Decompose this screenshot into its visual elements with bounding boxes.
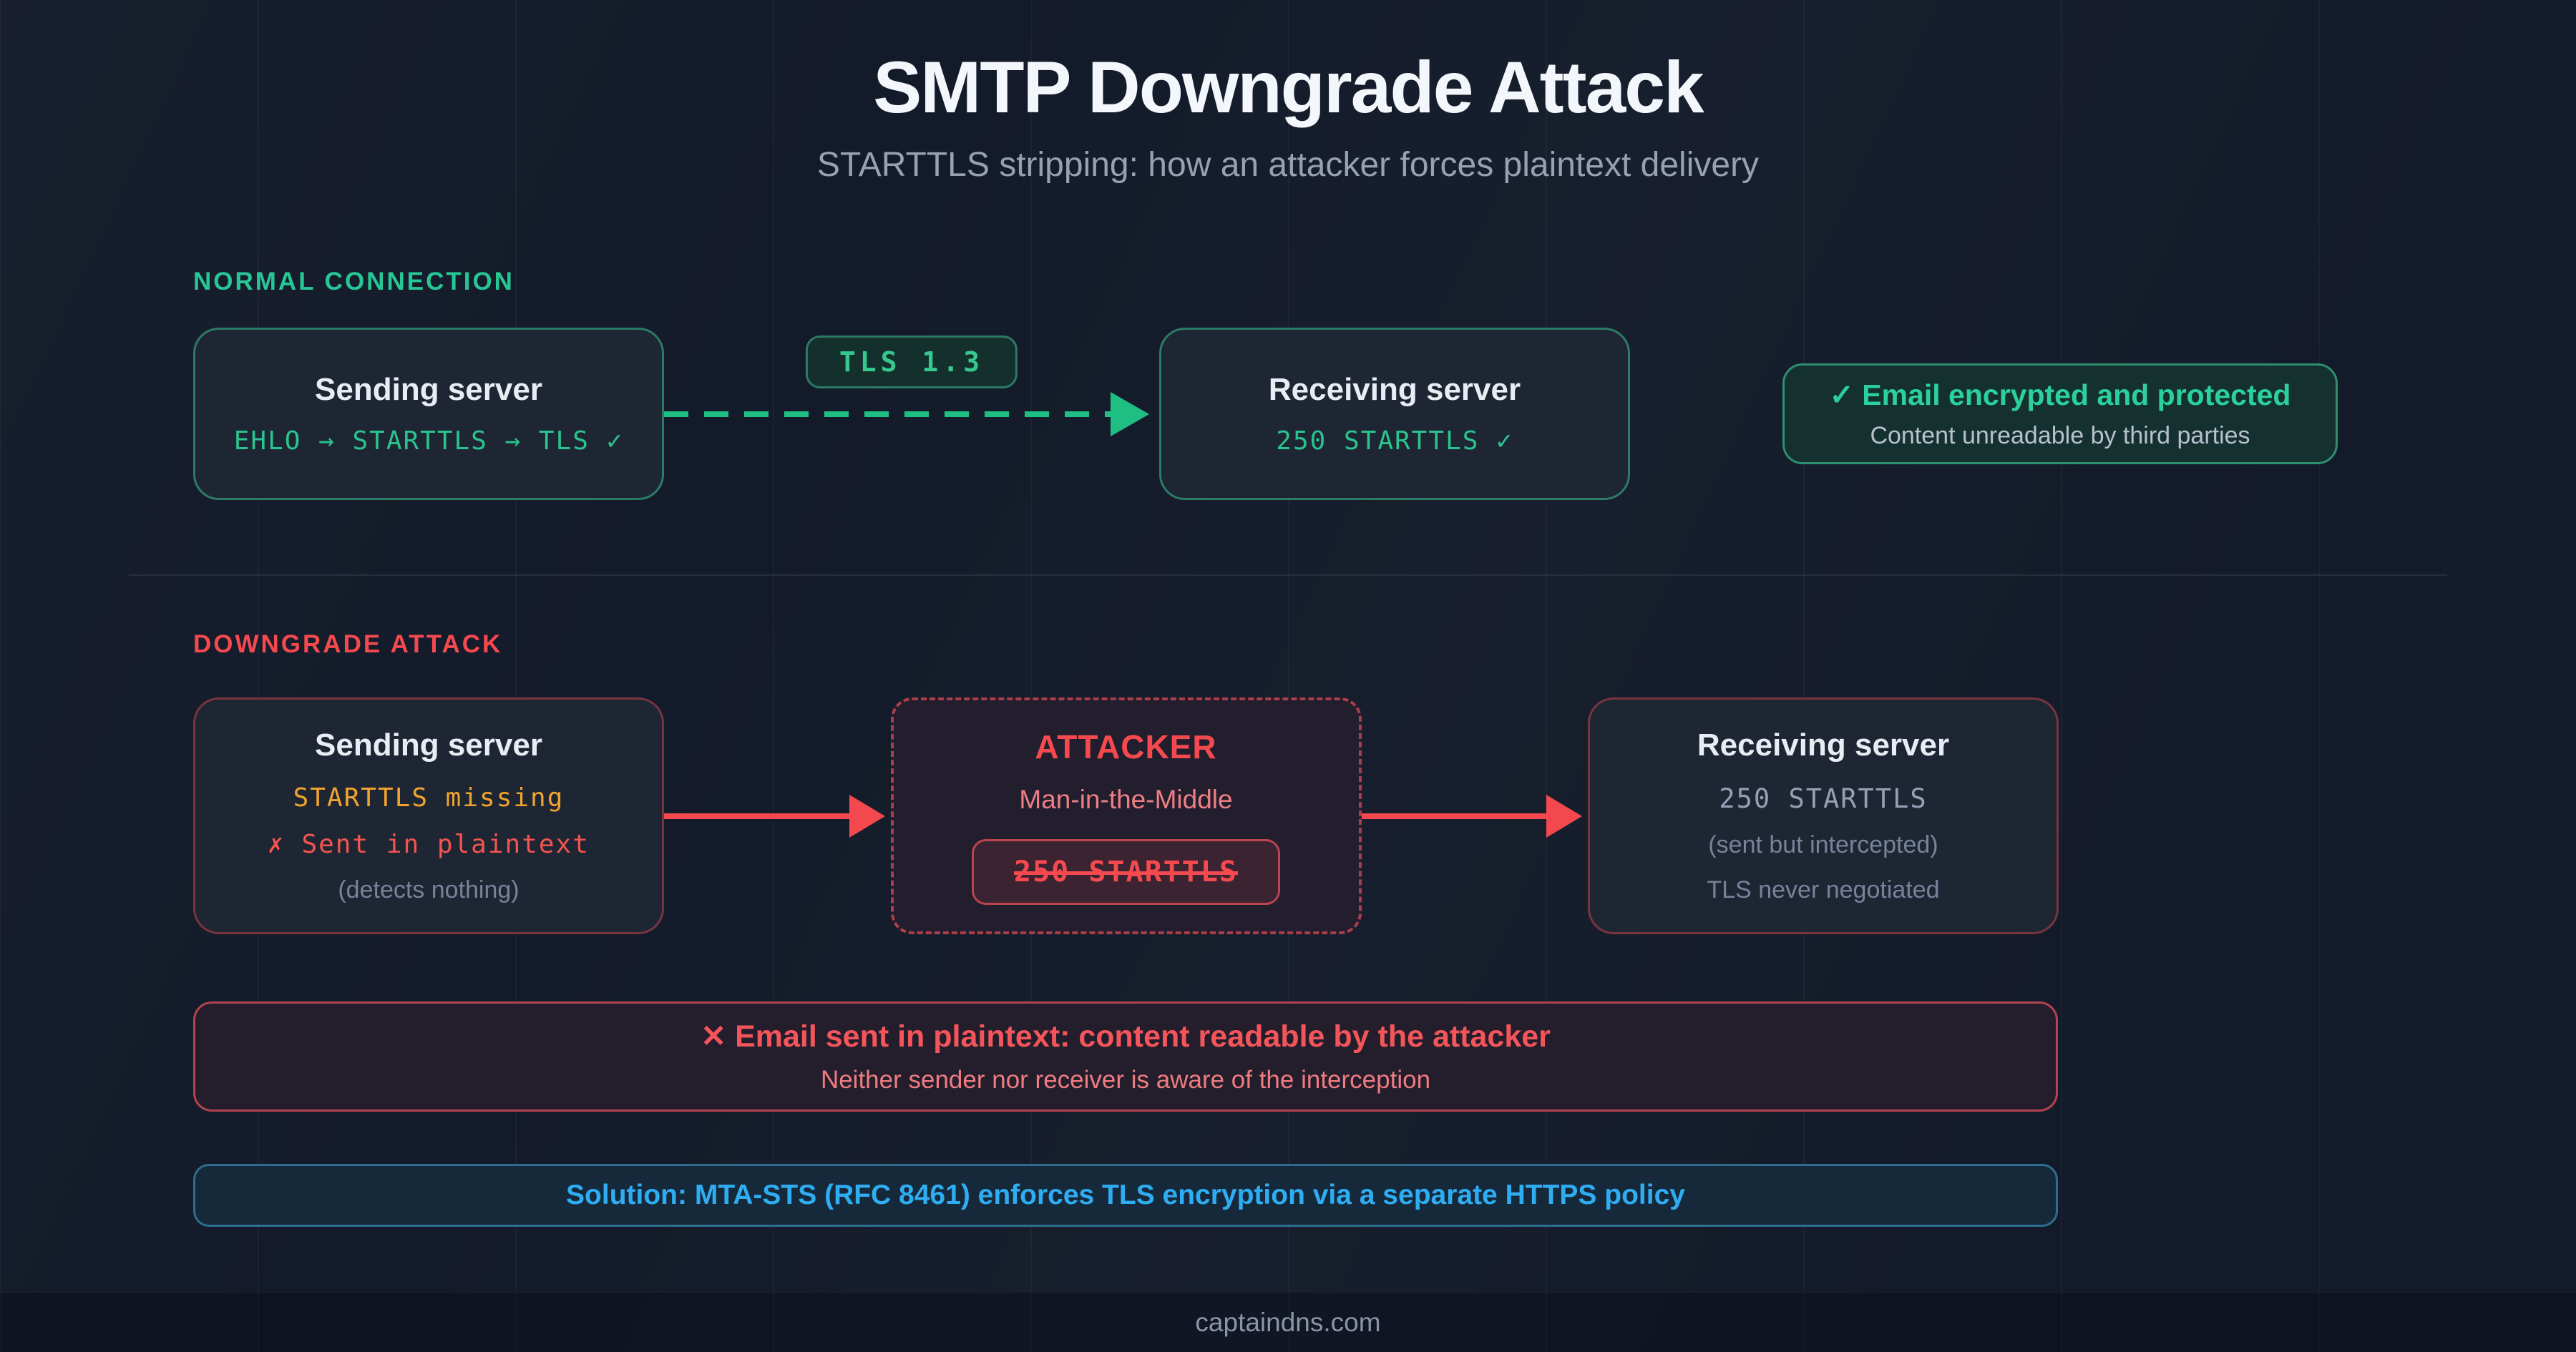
normal-flow-row: Sending server EHLO → STARTTLS → TLS ✓ T… <box>193 328 2338 501</box>
attack-receiving-title: Receiving server <box>1697 728 1950 763</box>
normal-receiving-server-card: Receiving server 250 STARTTLS ✓ <box>1159 328 1630 501</box>
normal-sending-server-card: Sending server EHLO → STARTTLS → TLS ✓ <box>193 328 664 501</box>
stripped-starttls-chip: 250 STARTTLS <box>972 838 1280 905</box>
attack-receiving-server-card: Receiving server 250 STARTTLS (sent but … <box>1588 697 2059 935</box>
solution-text: Solution: MTA-STS (RFC 8461) enforces TL… <box>566 1180 1685 1211</box>
attack-sending-title: Sending server <box>315 728 542 763</box>
receiving-server-code: 250 STARTTLS ✓ <box>1276 426 1513 456</box>
sending-server-code: EHLO → STARTTLS → TLS ✓ <box>233 426 624 456</box>
attack-sending-warn: STARTTLS missing <box>293 783 565 813</box>
attack-sending-note: (detects nothing) <box>338 876 519 904</box>
page-subtitle: STARTTLS stripping: how an attacker forc… <box>816 146 1760 185</box>
attack-flow-row: Sending server STARTTLS missing ✗ Sent i… <box>193 697 2059 935</box>
dashed-arrow-line <box>664 411 1112 417</box>
attacker-title: ATTACKER <box>1035 728 1217 765</box>
footer-bar: captaindns.com <box>0 1291 2576 1352</box>
encrypted-result-subtitle: Content unreadable by third parties <box>1870 422 2250 450</box>
receiving-server-title: Receiving server <box>1268 372 1521 408</box>
arrow-right-icon <box>1111 391 1149 436</box>
attack-receiving-note2: TLS never negotiated <box>1707 876 1940 904</box>
check-icon: ✓ <box>1829 378 1854 412</box>
encrypted-result-title: ✓ Email encrypted and protected <box>1830 378 2291 412</box>
tls-connection-connector: TLS 1.3 <box>664 328 1159 500</box>
warning-subtitle: Neither sender nor receiver is aware of … <box>820 1066 1431 1094</box>
attacker-subtitle: Man-in-the-Middle <box>1019 784 1233 814</box>
attack-connector-right <box>1361 697 1589 934</box>
sending-server-title: Sending server <box>315 372 542 408</box>
plaintext-warning-banner: ✕ Email sent in plaintext: content reada… <box>193 1001 2058 1112</box>
arrow-right-icon <box>1546 794 1582 838</box>
red-arrow-line <box>664 813 854 819</box>
section-divider <box>129 574 2447 577</box>
normal-section-label: NORMAL CONNECTION <box>193 268 514 296</box>
header: SMTP Downgrade Attack STARTTLS stripping… <box>0 0 2576 185</box>
page-title: SMTP Downgrade Attack <box>873 46 1704 128</box>
warning-title-text: Email sent in plaintext: content readabl… <box>735 1019 1551 1054</box>
red-arrow-line <box>1361 813 1551 819</box>
attack-connector-left <box>664 697 891 934</box>
footer-domain: captaindns.com <box>1195 1307 1381 1337</box>
attack-sending-error: ✗ Sent in plaintext <box>268 830 590 860</box>
tls-version-badge: TLS 1.3 <box>805 335 1018 388</box>
arrow-right-icon <box>849 794 885 838</box>
encrypted-result-title-text: Email encrypted and protected <box>1862 378 2291 412</box>
cross-icon: ✕ <box>701 1019 727 1054</box>
attacker-card: ATTACKER Man-in-the-Middle 250 STARTTLS <box>890 697 1362 935</box>
warning-title: ✕ Email sent in plaintext: content reada… <box>701 1019 1551 1054</box>
attack-receiving-note1: (sent but intercepted) <box>1708 831 1938 859</box>
attack-section-label: DOWNGRADE ATTACK <box>193 630 503 659</box>
attack-receiving-code: 250 STARTTLS <box>1719 783 1928 815</box>
attack-sending-server-card: Sending server STARTTLS missing ✗ Sent i… <box>193 697 664 935</box>
solution-banner: Solution: MTA-STS (RFC 8461) enforces TL… <box>193 1164 2058 1228</box>
encrypted-result-card: ✓ Email encrypted and protected Content … <box>1782 363 2338 465</box>
